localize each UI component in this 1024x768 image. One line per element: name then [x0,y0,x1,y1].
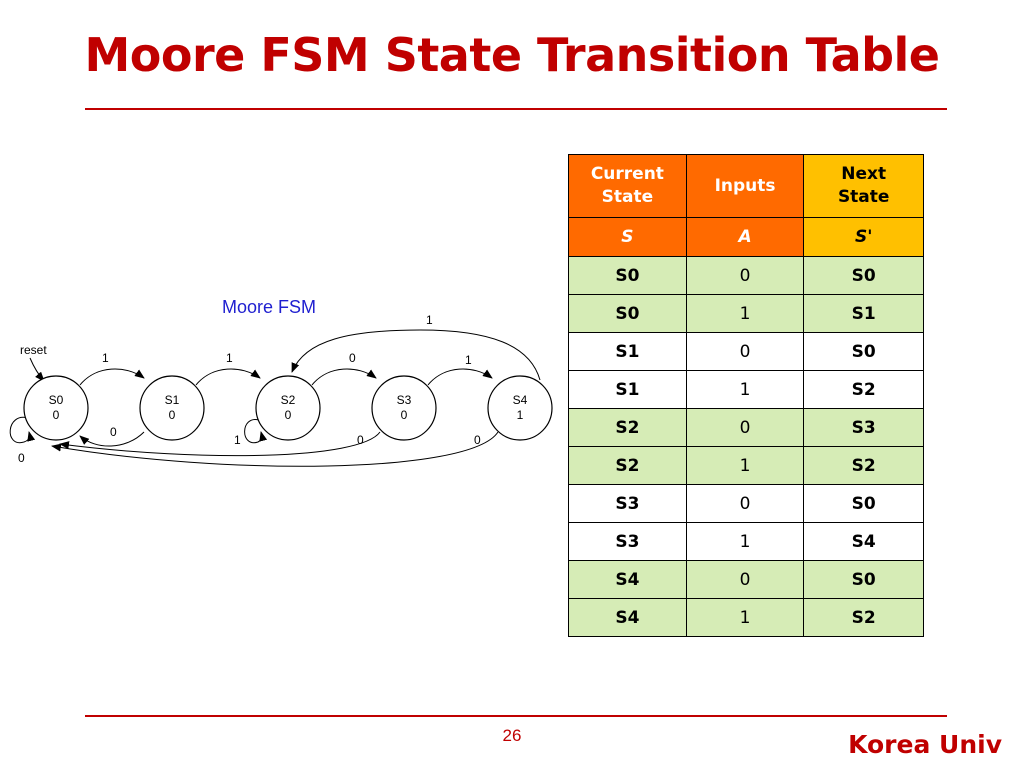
transition-label-s3-s4: 1 [465,353,472,367]
table-row: S3 0 S0 [568,484,924,523]
state-s1: S1 0 [139,375,205,441]
state-output-s4: 1 [517,408,524,422]
cell-current-state: S2 [568,446,687,485]
cell-current-state: S1 [568,370,687,409]
state-s0: S0 0 [23,375,89,441]
footer-brand: Korea Univ [848,730,1002,759]
cell-input: 0 [685,256,805,295]
transition-s0-s1 [79,368,145,386]
cell-input: 0 [685,484,805,523]
transition-label-s3-s0: 0 [357,433,364,447]
cell-input: 1 [685,370,805,409]
table-row: S1 1 S2 [568,370,924,409]
state-output-s0: 0 [53,408,60,422]
table-symbol-row: S A S' [568,217,924,257]
cell-next-state: S0 [803,484,924,523]
cell-input: 1 [685,598,805,637]
state-s4: S4 1 [487,375,553,441]
state-output-s2: 0 [285,408,292,422]
transition-s4-s0 [51,431,499,467]
header-inputs: Inputs [685,154,805,218]
slide-title: Moore FSM State Transition Table [84,28,940,82]
cell-next-state: S0 [803,560,924,599]
transition-label-s1-s0: 0 [110,425,117,439]
cell-current-state: S0 [568,256,687,295]
reset-label: reset [20,343,47,357]
state-name-s0: S0 [49,393,64,407]
cell-input: 1 [685,522,805,561]
state-output-s1: 0 [169,408,176,422]
table-row: S1 0 S0 [568,332,924,371]
cell-next-state: S2 [803,370,924,409]
cell-current-state: S4 [568,598,687,637]
cell-input: 0 [685,408,805,447]
symbol-next-state: S' [803,217,924,257]
transition-s1-s0 [79,431,145,447]
cell-next-state: S1 [803,294,924,333]
transition-s0-s0 [9,416,36,444]
transition-label-s2-s2: 1 [234,433,241,447]
state-name-s4: S4 [513,393,528,407]
cell-next-state: S2 [803,598,924,637]
symbol-current-state: S [568,217,687,257]
cell-next-state: S3 [803,408,924,447]
transition-label-s2-s3: 0 [349,351,356,365]
cell-next-state: S4 [803,522,924,561]
transition-label-s0-s1: 1 [102,351,109,365]
table-row: S4 1 S2 [568,598,924,637]
transition-s2-s3 [311,368,377,386]
page-number: 26 [502,726,522,745]
cell-current-state: S1 [568,332,687,371]
transition-s2-s2 [244,419,268,444]
cell-current-state: S3 [568,484,687,523]
transition-s4-s2 [291,329,541,381]
state-output-s3: 0 [401,408,408,422]
table-row: S2 1 S2 [568,446,924,485]
table-row: S0 0 S0 [568,256,924,295]
transition-label-s1-s2: 1 [226,351,233,365]
transition-s1-s2 [195,368,261,386]
cell-input: 0 [685,332,805,371]
title-divider [85,108,947,110]
cell-input: 1 [685,446,805,485]
cell-next-state: S0 [803,256,924,295]
reset-arrow [29,357,45,382]
footer-divider [85,715,947,717]
state-name-s2: S2 [281,393,296,407]
transition-label-s0-s0: 0 [18,451,25,465]
transition-label-s4-s2: 1 [426,313,433,327]
symbol-inputs: A [685,217,805,257]
transition-s3-s0 [59,431,381,457]
diagram-label: Moore FSM [222,297,317,317]
cell-current-state: S3 [568,522,687,561]
cell-input: 0 [685,560,805,599]
table-row: S3 1 S4 [568,522,924,561]
state-name-s3: S3 [397,393,412,407]
table-row: S0 1 S1 [568,294,924,333]
cell-next-state: S0 [803,332,924,371]
cell-current-state: S0 [568,294,687,333]
state-s3: S3 0 [371,375,437,441]
state-name-s1: S1 [165,393,180,407]
table-row: S2 0 S3 [568,408,924,447]
cell-current-state: S4 [568,560,687,599]
cell-next-state: S2 [803,446,924,485]
cell-current-state: S2 [568,408,687,447]
table-row: S4 0 S0 [568,560,924,599]
state-s2: S2 0 [255,375,321,441]
transition-s3-s4 [427,368,493,386]
cell-input: 1 [685,294,805,333]
transition-label-s4-s0: 0 [474,433,481,447]
